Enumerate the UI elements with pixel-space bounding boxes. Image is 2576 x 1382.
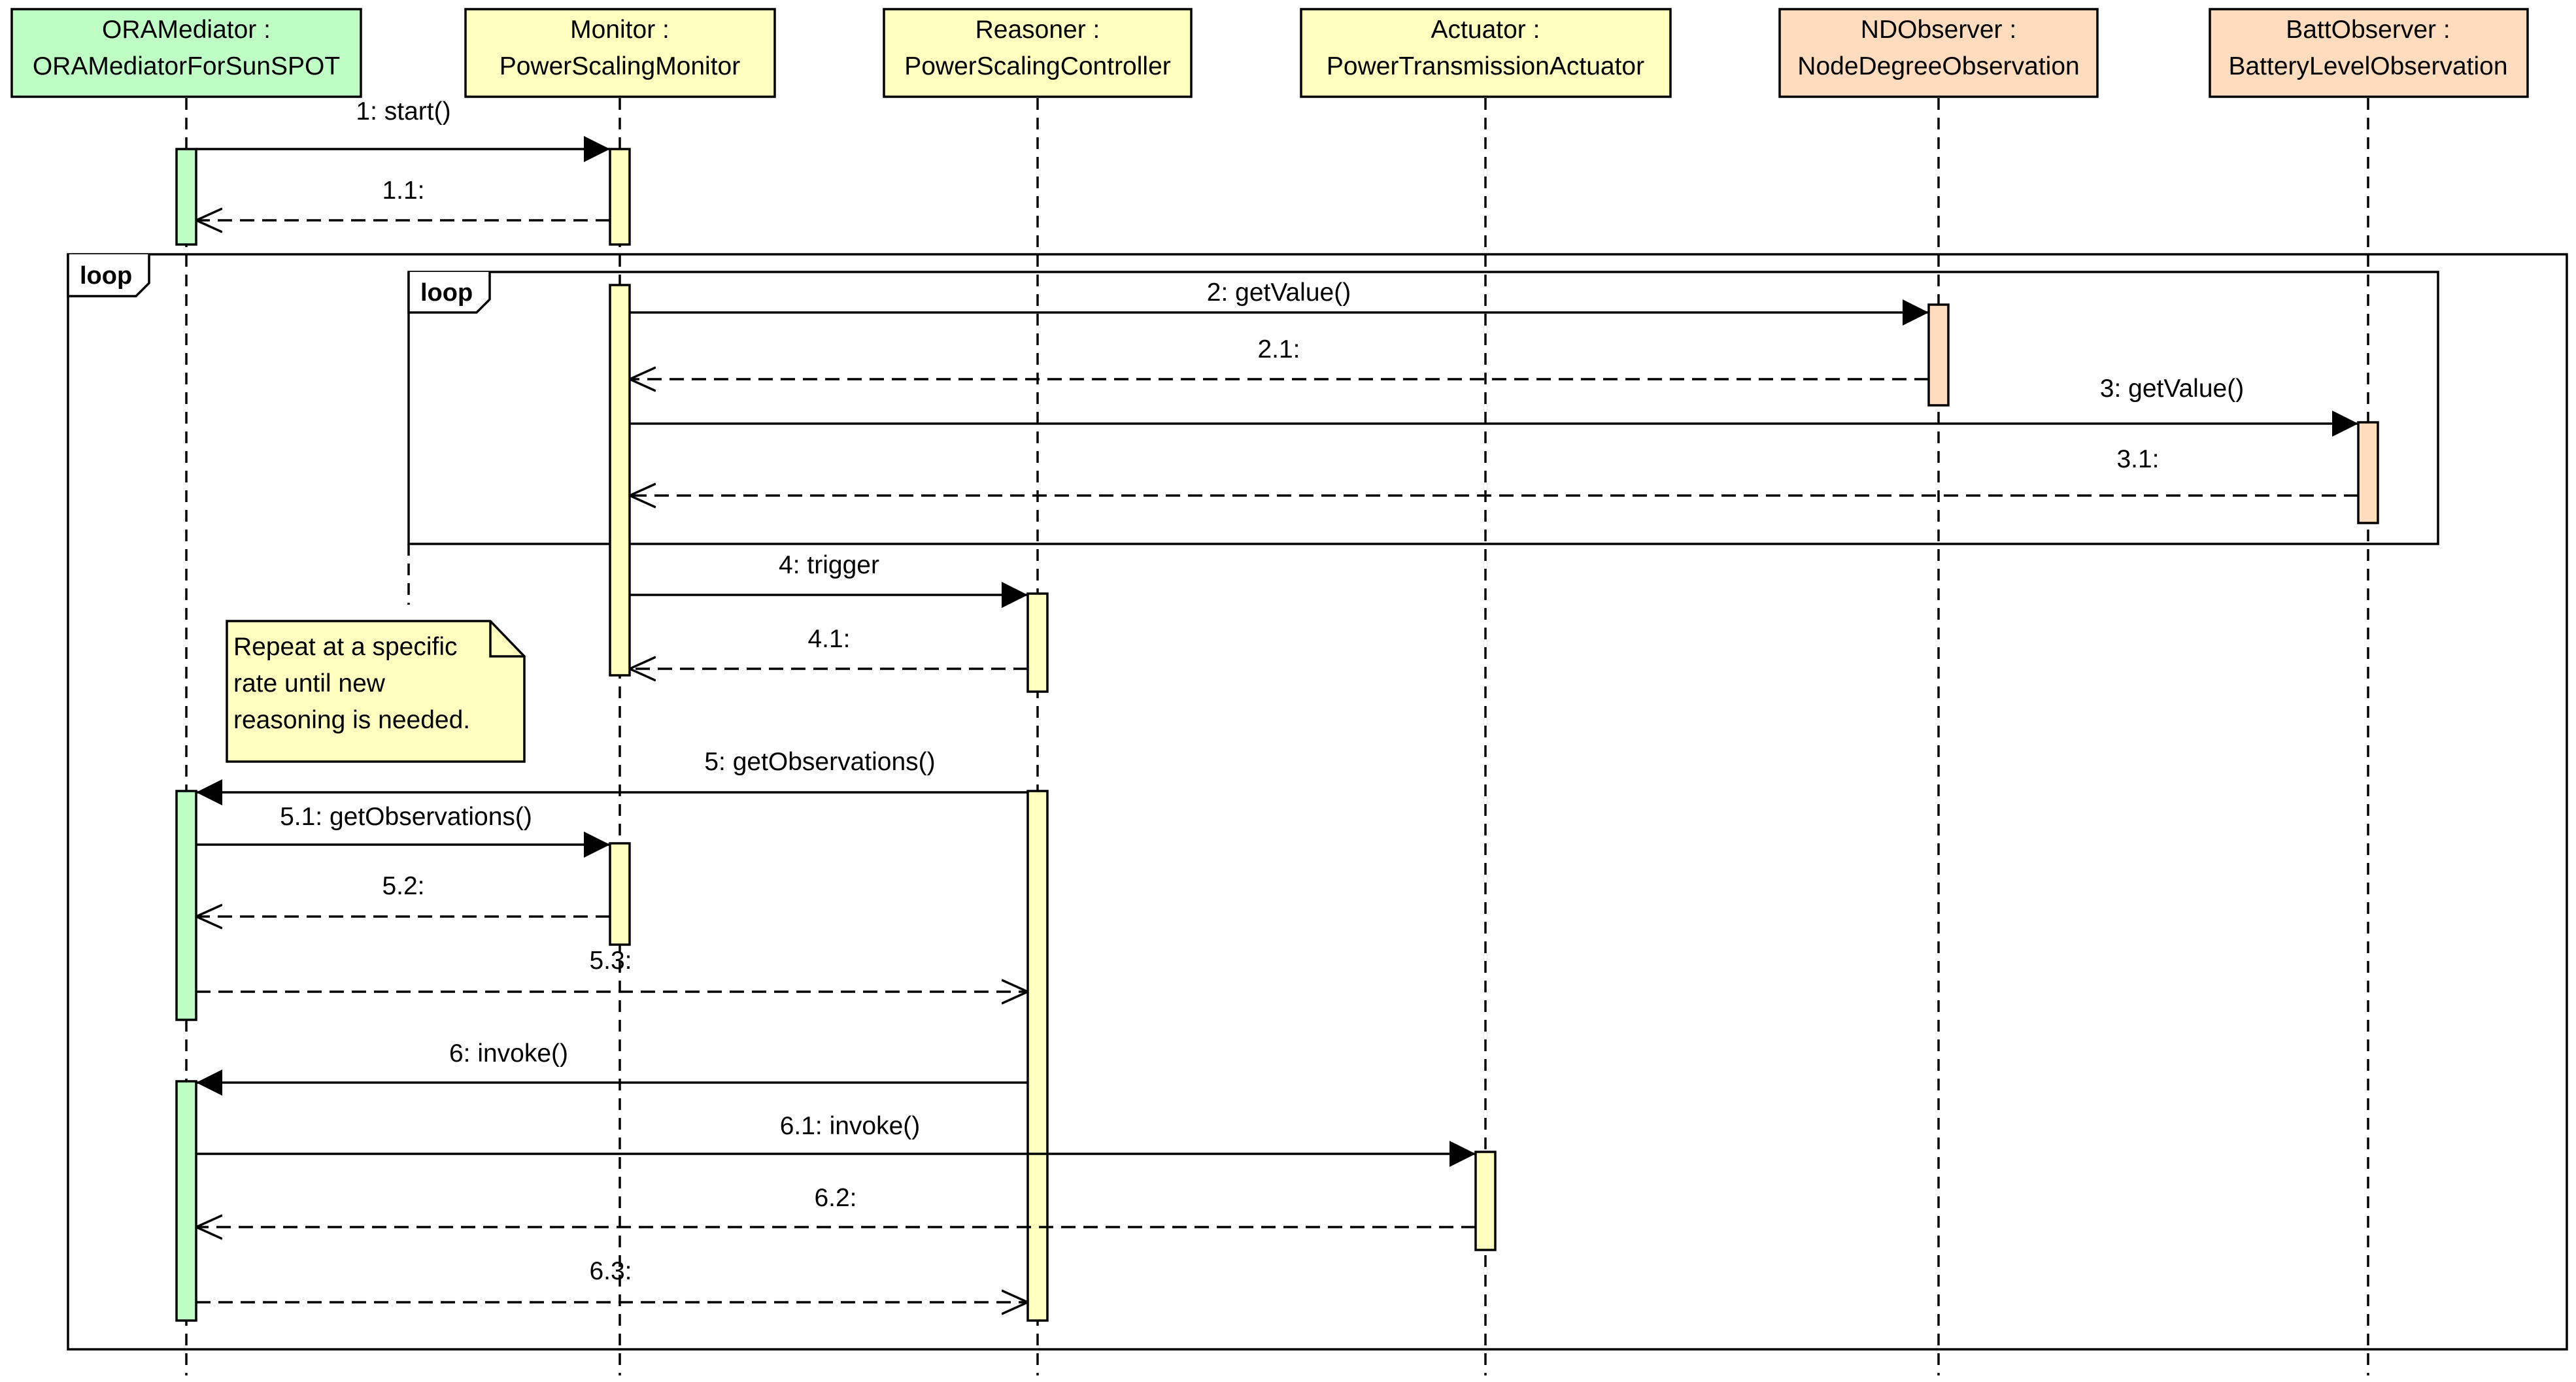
message-3-label: 3: getValue() — [2100, 375, 2244, 403]
message-4-label: 4: trigger — [779, 551, 879, 579]
lifeline-monitor-line2: PowerScalingMonitor — [500, 52, 741, 80]
lifeline-reasoner-line1: Reasoner : — [975, 16, 1100, 44]
activation-actuator — [1474, 1151, 1497, 1251]
lifeline-actuator-line1: Actuator : — [1431, 16, 1540, 44]
lifeline-header-mediator: ORAMediator : ORAMediatorForSunSPOT — [10, 8, 362, 98]
message-labels: 1: start() 1.1: 2: getValue() 2.1: 3: ge… — [280, 97, 2244, 1285]
note-line-1: Repeat at a specific — [233, 633, 458, 661]
lifeline-battobserver-line2: BatteryLevelObservation — [2228, 52, 2507, 80]
message-6-label: 6: invoke() — [449, 1039, 568, 1068]
message-1-label: 1: start() — [356, 97, 450, 126]
lifeline-reasoner-line2: PowerScalingController — [904, 52, 1171, 80]
inner-loop-label: loop — [420, 279, 473, 307]
lifeline-ndobserver-line1: NDObserver : — [1861, 16, 2016, 44]
message-5-label: 5: getObservations() — [704, 748, 935, 776]
inner-loop-frame: loop — [407, 271, 2439, 545]
lifeline-monitor-line1: Monitor : — [570, 16, 669, 44]
message-5-3-label: 5.3: — [589, 947, 632, 975]
note: Repeat at a specific rate until new reas… — [226, 544, 526, 763]
message-6-2-label: 6.2: — [814, 1184, 856, 1212]
outer-loop-label: loop — [80, 262, 132, 290]
message-2-1-label: 2.1: — [1257, 335, 1300, 363]
activation-reasoner-2 — [1026, 790, 1049, 1322]
message-5-2-label: 5.2: — [382, 872, 424, 900]
message-4-1-label: 4.1: — [807, 625, 850, 653]
outer-loop-frame: loop — [67, 253, 2568, 1351]
activation-mediator-3 — [175, 1080, 197, 1322]
activation-bars — [175, 148, 2379, 1322]
note-line-2: rate until new — [233, 669, 386, 698]
lifeline-header-battobserver: BattObserver : BatteryLevelObservation — [2209, 8, 2529, 98]
activation-ndobserver — [1927, 303, 1950, 407]
lifeline-header-ndobserver: NDObserver : NodeDegreeObservation — [1778, 8, 2099, 98]
lifeline-battobserver-line1: BattObserver : — [2286, 16, 2450, 44]
message-6-3-label: 6.3: — [589, 1257, 632, 1285]
activation-mediator-1 — [175, 148, 197, 246]
lifeline-actuator-line2: PowerTransmissionActuator — [1327, 52, 1644, 80]
lifeline-mediator-line2: ORAMediatorForSunSPOT — [33, 52, 340, 80]
activation-mediator-2 — [175, 790, 197, 1021]
message-6-1-label: 6.1: invoke() — [780, 1112, 921, 1140]
message-3-1-label: 3.1: — [2116, 445, 2159, 473]
activation-monitor-1 — [609, 148, 631, 246]
message-2-label: 2: getValue() — [1207, 278, 1351, 307]
lifeline-ndobserver-line2: NodeDegreeObservation — [1797, 52, 2079, 80]
activation-monitor-2 — [609, 284, 631, 677]
lifeline-header-monitor: Monitor : PowerScalingMonitor — [464, 8, 776, 98]
lifeline-header-reasoner: Reasoner : PowerScalingController — [883, 8, 1193, 98]
message-1-1-label: 1.1: — [382, 177, 424, 205]
activation-monitor-3 — [609, 842, 631, 946]
messages — [196, 136, 2358, 1302]
message-5-1-label: 5.1: getObservations() — [280, 803, 532, 831]
activation-battobserver — [2357, 421, 2379, 524]
lifeline-header-actuator: Actuator : PowerTransmissionActuator — [1300, 8, 1672, 98]
lifeline-mediator-line1: ORAMediator : — [102, 16, 271, 44]
activation-reasoner-1 — [1026, 592, 1049, 693]
note-line-3: reasoning is needed. — [233, 706, 470, 734]
